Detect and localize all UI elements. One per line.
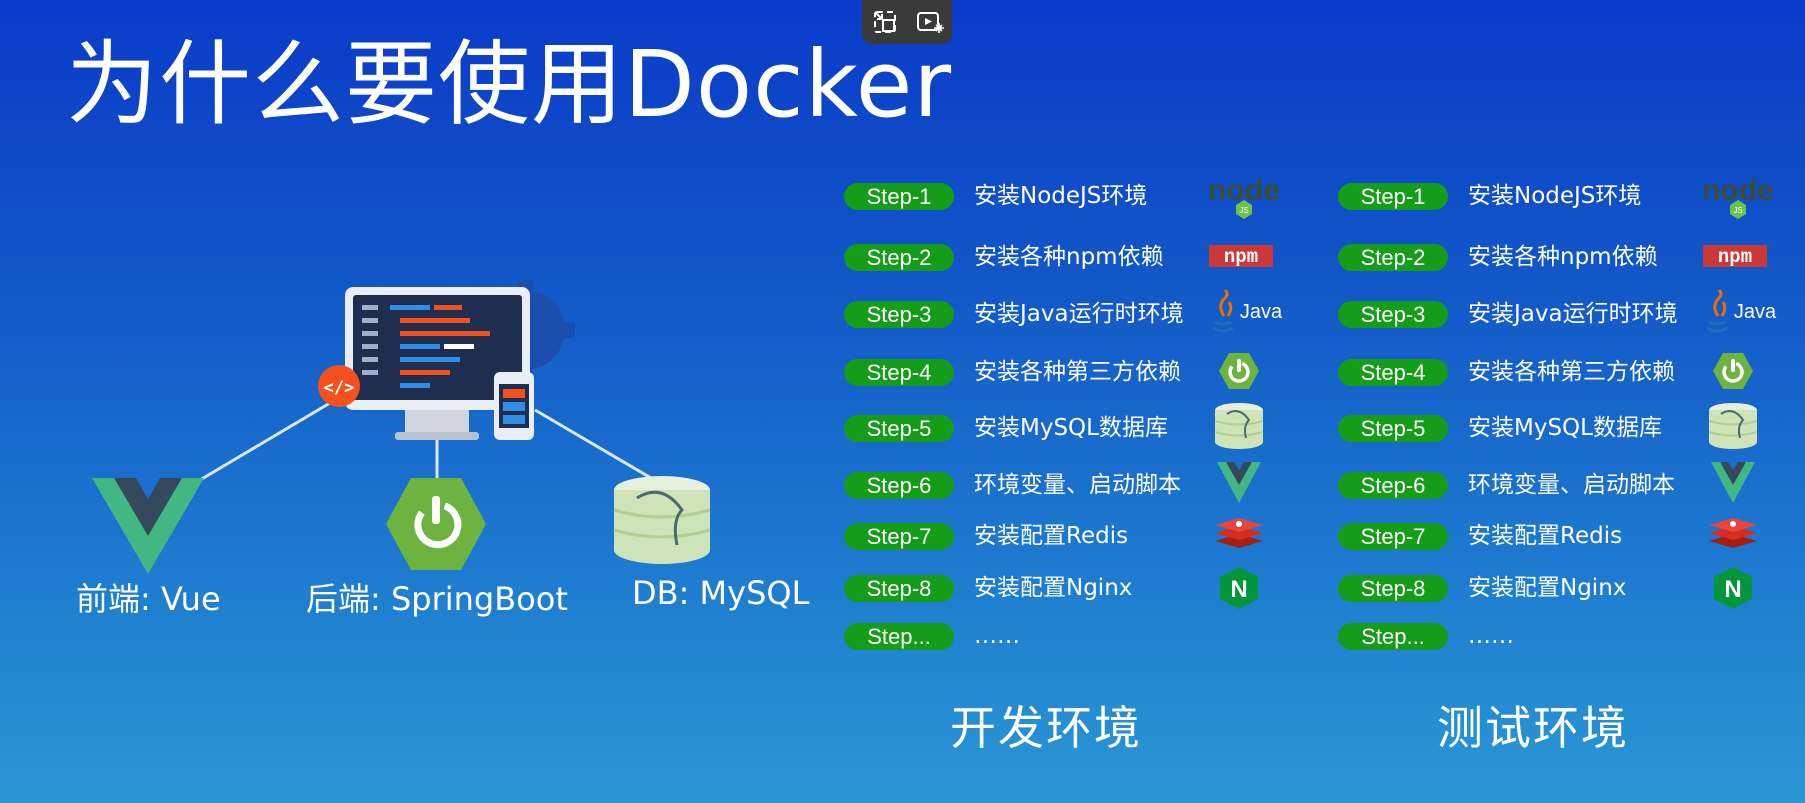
springboot-logo-icon xyxy=(386,478,486,570)
redis-logo-icon xyxy=(1709,518,1757,548)
video-controls xyxy=(862,0,952,44)
step-text: 安装MySQL数据库 xyxy=(974,415,1168,441)
nodejs-logo-icon: node JS xyxy=(1208,174,1280,219)
step-row: Step... …… xyxy=(844,616,1294,656)
vue-logo-icon xyxy=(1217,462,1261,503)
step-text: 安装各种第三方依赖 xyxy=(974,359,1181,385)
step-text: 安装配置Redis xyxy=(1468,523,1623,549)
step-row: Step-5 安装MySQL数据库 xyxy=(844,403,1294,449)
step-row: Step-4 安装各种第三方依赖 xyxy=(1338,352,1788,392)
step-text: 安装NodeJS环境 xyxy=(1468,183,1642,209)
step-row: Step-5 安装MySQL数据库 xyxy=(1338,403,1788,449)
step-text: 安装MySQL数据库 xyxy=(1468,415,1662,441)
picture-in-picture-button[interactable] xyxy=(914,6,946,38)
step-row: Step-1 安装NodeJS环境 node JS xyxy=(844,174,1294,219)
monitor-icon xyxy=(345,287,530,440)
vue-logo-icon xyxy=(1711,462,1755,503)
step-badge: Step-3 xyxy=(1338,301,1448,328)
step-badge: Step-6 xyxy=(844,472,954,499)
step-badge: Step-7 xyxy=(1338,523,1448,550)
db-label: DB: MySQL xyxy=(632,574,810,612)
connector-frontend xyxy=(199,398,336,482)
redis-logo-icon xyxy=(1215,518,1263,548)
spring-logo-icon xyxy=(1219,353,1259,389)
phone-icon xyxy=(494,372,534,440)
test-environment-label: 测试环境 xyxy=(1437,701,1629,755)
vue-logo-icon xyxy=(92,478,204,574)
step-text: 安装Java运行时环境 xyxy=(1468,301,1678,327)
step-row: Step-8 安装配置Nginx N xyxy=(844,567,1294,609)
exit-fullscreen-icon xyxy=(873,11,896,33)
step-badge: Step-4 xyxy=(1338,359,1448,386)
step-text: …… xyxy=(1468,623,1514,649)
step-badge: Step-8 xyxy=(1338,575,1448,602)
step-text: 安装各种第三方依赖 xyxy=(1468,359,1675,385)
step-text: …… xyxy=(974,623,1020,649)
step-badge: Step-2 xyxy=(844,244,954,271)
step-text: 安装配置Nginx xyxy=(1468,575,1627,601)
svg-text:N: N xyxy=(1230,576,1247,603)
spring-logo-icon xyxy=(1713,353,1753,389)
step-text: 安装各种npm依赖 xyxy=(974,244,1164,270)
code-badge-text: </> xyxy=(324,378,355,398)
picture-in-picture-icon xyxy=(916,12,944,33)
step-row: Step-3 安装Java运行时环境 Java xyxy=(844,288,1294,334)
backend-label: 后端: SpringBoot xyxy=(306,580,568,618)
step-text: 安装Java运行时环境 xyxy=(974,301,1184,327)
svg-text:npm: npm xyxy=(1718,246,1752,268)
java-logo-icon: Java xyxy=(1212,288,1283,333)
step-badge: Step... xyxy=(1338,623,1448,650)
step-text: 环境变量、启动脚本 xyxy=(974,472,1181,498)
step-row: Step-8 安装配置Nginx N xyxy=(1338,567,1788,609)
step-row: Step-6 环境变量、启动脚本 xyxy=(844,462,1294,505)
frontend-label: 前端: Vue xyxy=(76,580,221,618)
java-logo-icon: Java xyxy=(1706,288,1777,333)
step-badge: Step-3 xyxy=(844,301,954,328)
step-text: 安装NodeJS环境 xyxy=(974,183,1148,209)
nginx-logo-icon: N xyxy=(1220,567,1258,609)
step-text: 安装各种npm依赖 xyxy=(1468,244,1658,270)
step-row: Step-2 安装各种npm依赖 npm xyxy=(1338,237,1788,277)
step-badge: Step-2 xyxy=(1338,244,1448,271)
svg-text:Java: Java xyxy=(1734,301,1777,323)
svg-text:JS: JS xyxy=(1239,206,1248,215)
npm-logo-icon: npm xyxy=(1703,245,1767,268)
exit-fullscreen-button[interactable] xyxy=(869,6,901,38)
step-badge: Step-5 xyxy=(844,415,954,442)
slide-title: 为什么要使用Docker xyxy=(66,31,953,138)
dev-environment-label: 开发环境 xyxy=(950,701,1142,755)
step-badge: Step-7 xyxy=(844,523,954,550)
code-badge-icon: </> xyxy=(318,365,360,407)
step-badge: Step-8 xyxy=(844,575,954,602)
svg-text:JS: JS xyxy=(1733,206,1742,215)
mysql-logo-icon xyxy=(613,476,711,564)
step-row: Step... …… xyxy=(1338,616,1788,656)
step-row: Step-6 环境变量、启动脚本 xyxy=(1338,462,1788,505)
step-badge: Step-1 xyxy=(1338,183,1448,210)
nginx-logo-icon: N xyxy=(1714,567,1752,609)
step-row: Step-7 安装配置Redis xyxy=(844,516,1294,556)
step-text: 安装配置Redis xyxy=(974,523,1129,549)
svg-text:Java: Java xyxy=(1240,301,1283,323)
svg-text:npm: npm xyxy=(1224,246,1258,268)
mysql-logo-icon xyxy=(1708,403,1758,449)
step-row: Step-1 安装NodeJS环境 node JS xyxy=(1338,174,1788,219)
step-row: Step-3 安装Java运行时环境 Java xyxy=(1338,288,1788,334)
step-badge: Step-5 xyxy=(1338,415,1448,442)
step-badge: Step-1 xyxy=(844,183,954,210)
step-row: Step-2 安装各种npm依赖 npm xyxy=(844,237,1294,277)
step-badge: Step... xyxy=(844,623,954,650)
step-badge: Step-6 xyxy=(1338,472,1448,499)
step-badge: Step-4 xyxy=(844,359,954,386)
architecture-diagram: </> xyxy=(92,280,711,574)
step-text: 环境变量、启动脚本 xyxy=(1468,472,1675,498)
mysql-logo-icon xyxy=(1214,403,1264,449)
npm-logo-icon: npm xyxy=(1209,245,1273,268)
svg-text:N: N xyxy=(1724,576,1741,603)
nodejs-logo-icon: node JS xyxy=(1702,174,1774,219)
step-text: 安装配置Nginx xyxy=(974,575,1133,601)
step-row: Step-4 安装各种第三方依赖 xyxy=(844,352,1294,392)
step-row: Step-7 安装配置Redis xyxy=(1338,516,1788,556)
